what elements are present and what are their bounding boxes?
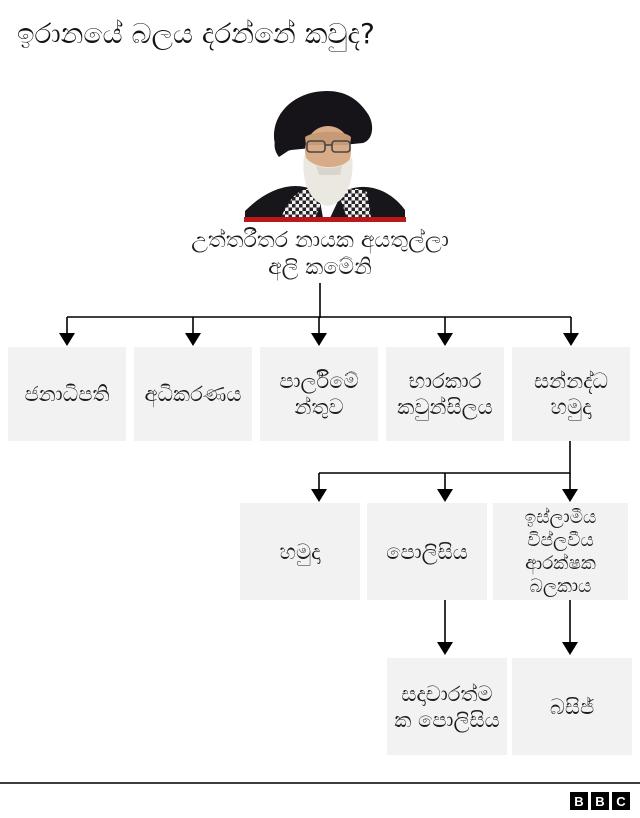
org-node-morality-police: සදාචාරත්ම ක පොලිසිය: [387, 658, 507, 755]
bbc-logo-letter: B: [591, 792, 609, 810]
bbc-logo: B B C: [570, 792, 630, 810]
org-node-police: පොලිසිය: [367, 503, 487, 600]
org-node-guardian-council: භාරකාර කවුන්සිලය: [386, 347, 504, 441]
org-node-armed-forces-label: සන්නද්ධ හමුදා: [533, 369, 609, 419]
org-node-basij-label: බසිජ්: [549, 694, 595, 719]
footer-divider: [0, 782, 640, 784]
leader-caption-line1: උත්තරීතර නායක අයතුල්ලා: [191, 228, 449, 253]
org-node-basij: බසිජ්: [512, 658, 632, 755]
bbc-logo-letter: B: [570, 792, 588, 810]
org-node-judiciary-label: අධිකරණය: [144, 382, 242, 406]
org-node-morality-police-label: සදාචාරත්ම ක පොලිසිය: [394, 681, 500, 732]
bbc-logo-letter: C: [612, 792, 630, 810]
org-node-parliament-label: පාර්ලිමේ න්තුව: [279, 369, 359, 419]
org-node-revolutionary-guard: ඉස්ලාමීය විප්ලවීය ආරක්ෂක බලකාය: [493, 503, 628, 600]
org-node-army: හමුදා: [240, 503, 360, 600]
org-node-army-label: හමුදා: [279, 539, 321, 564]
org-node-parliament: පාර්ලිමේ න්තුව: [260, 347, 378, 441]
leader-caption-line2: අලි කමේනි: [268, 255, 372, 280]
org-node-president-label: ජනාධිපති: [24, 382, 110, 406]
photo-underline-bar: [244, 217, 406, 222]
leader-caption: උත්තරීතර නායක අයතුල්ලා අලි කමේනි: [0, 227, 640, 281]
org-node-guardian-council-label: භාරකාර කවුන්සිලය: [397, 369, 493, 419]
org-node-judiciary: අධිකරණය: [134, 347, 252, 441]
org-node-president: ජනාධිපති: [8, 347, 126, 441]
org-node-revolutionary-guard-label: ඉස්ලාමීය විප්ලවීය ආරක්ෂක බලකාය: [524, 506, 597, 597]
org-node-police-label: පොලිසිය: [386, 539, 468, 564]
leader-photo: [245, 91, 405, 218]
page-title: ඉරානයේ බලය දරන්නේ කවුද?: [17, 17, 375, 50]
org-node-armed-forces: සන්නද්ධ හමුදා: [512, 347, 630, 441]
